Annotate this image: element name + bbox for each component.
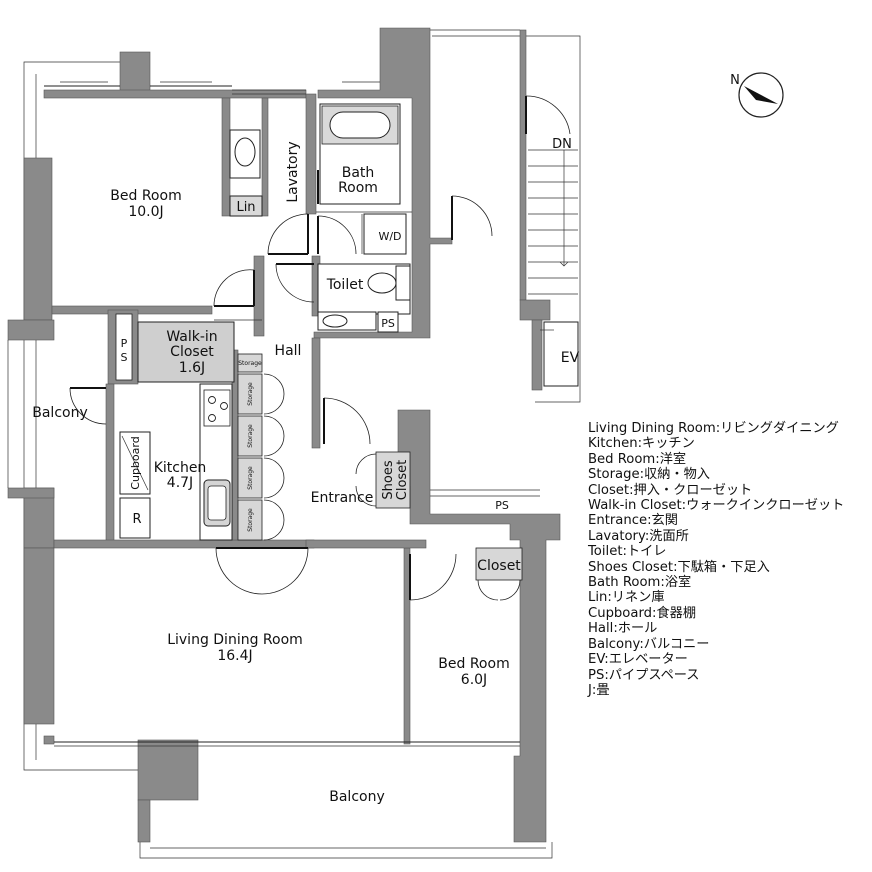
closet-box (475, 547, 523, 581)
legend-item: Lavatory:洗面所 (588, 528, 689, 544)
legend-item: Entrance:玄関 (588, 513, 678, 529)
legend-item: Living Dining Room:リビングダイニング (588, 421, 839, 436)
north-label: N (730, 73, 740, 88)
stairs (528, 149, 578, 295)
storage-label-5: Storage (247, 508, 254, 532)
hall-label: Hall (275, 343, 302, 359)
elevator (540, 321, 579, 387)
ps-west-box (115, 313, 133, 381)
bed-room-2-label: Bed Room (438, 656, 509, 672)
legend-item: EV:エレベーター (588, 652, 688, 668)
legend-item: Bed Room:洋室 (588, 451, 687, 467)
wd-toilet-block (316, 211, 412, 333)
bath-room-label-line2: Room (338, 180, 378, 196)
storage-label-3: Storage (247, 424, 254, 448)
lavatory-label: Lavatory (285, 141, 301, 202)
legend-item: Balcony:バルコニー (588, 636, 710, 652)
ps-label-toilet: PS (381, 317, 395, 330)
bed-room-2-size: 6.0J (461, 672, 487, 688)
legend-item: PS:パイプスペース (588, 667, 700, 683)
living-dining-size: 16.4J (217, 648, 252, 664)
legend-item: Kitchen:キッチン (588, 436, 695, 452)
lin-label: Lin (236, 200, 255, 215)
shoes-closet (375, 451, 411, 509)
north-arrow (738, 72, 784, 118)
entrance-label: Entrance (311, 490, 374, 506)
shoes-closet-label-2: Closet (395, 460, 410, 501)
bath-room-label-line1: Bath (342, 165, 375, 181)
doors (69, 95, 571, 601)
legend-item: J:畳 (588, 682, 610, 698)
living-dining-label: Living Dining Room (167, 632, 303, 648)
ps-label-west-text-1: P (121, 337, 128, 350)
walk-in-closet (137, 321, 235, 383)
legend-item: Bath Room:浴室 (588, 575, 692, 591)
legend-item: Shoes Closet:下駄箱・下足入 (588, 559, 770, 575)
legend-item: Lin:リネン庫 (588, 590, 665, 606)
balcony-south-label: Balcony (329, 789, 385, 805)
windows (44, 81, 520, 747)
legend-item: Walk-in Closet:ウォークインクローゼット (588, 498, 845, 514)
kitchen-size: 4.7J (167, 475, 193, 491)
legend-item: Hall:ホール (588, 621, 658, 637)
ps-label-west-text-2: S (121, 351, 128, 364)
bed-room-1-label: Bed Room (110, 188, 181, 204)
bath-room (317, 103, 401, 205)
shoes-closet-label-1: Shoes (381, 460, 396, 499)
legend-item: Cupboard:食器棚 (588, 605, 697, 621)
toilet-label: Toilet (326, 277, 364, 293)
wd-label: W/D (378, 230, 401, 243)
storage-doors (263, 373, 285, 541)
kitchen-label: Kitchen (154, 460, 207, 476)
walkin-label-line2: Closet (170, 344, 214, 360)
storage-label-1: Storage (238, 360, 262, 367)
legend-item: Toilet:トイレ (588, 544, 667, 560)
storage-label-2: Storage (247, 382, 254, 406)
walkin-size: 1.6J (179, 360, 205, 376)
bed-room-1-size: 10.0J (128, 204, 163, 220)
legend-item: Closet:押入・クローゼット (588, 482, 753, 498)
balcony-west-label: Balcony (32, 405, 88, 421)
lavatory-fixtures (229, 129, 263, 217)
ps-label-entrance: PS (495, 499, 509, 512)
ev-label: EV (561, 350, 580, 366)
kitchen-counter (119, 383, 233, 541)
storage-column (237, 353, 263, 541)
walkin-label-line1: Walk-in (166, 329, 217, 345)
refrigerator-label: R (132, 512, 141, 527)
stairs-dn-label: DN (552, 137, 572, 152)
cupboard-label: Cupboard (129, 436, 142, 489)
storage-label-4: Storage (247, 466, 254, 490)
legend-item: Storage:収納・物入 (588, 467, 710, 483)
closet-label: Closet (477, 558, 521, 574)
